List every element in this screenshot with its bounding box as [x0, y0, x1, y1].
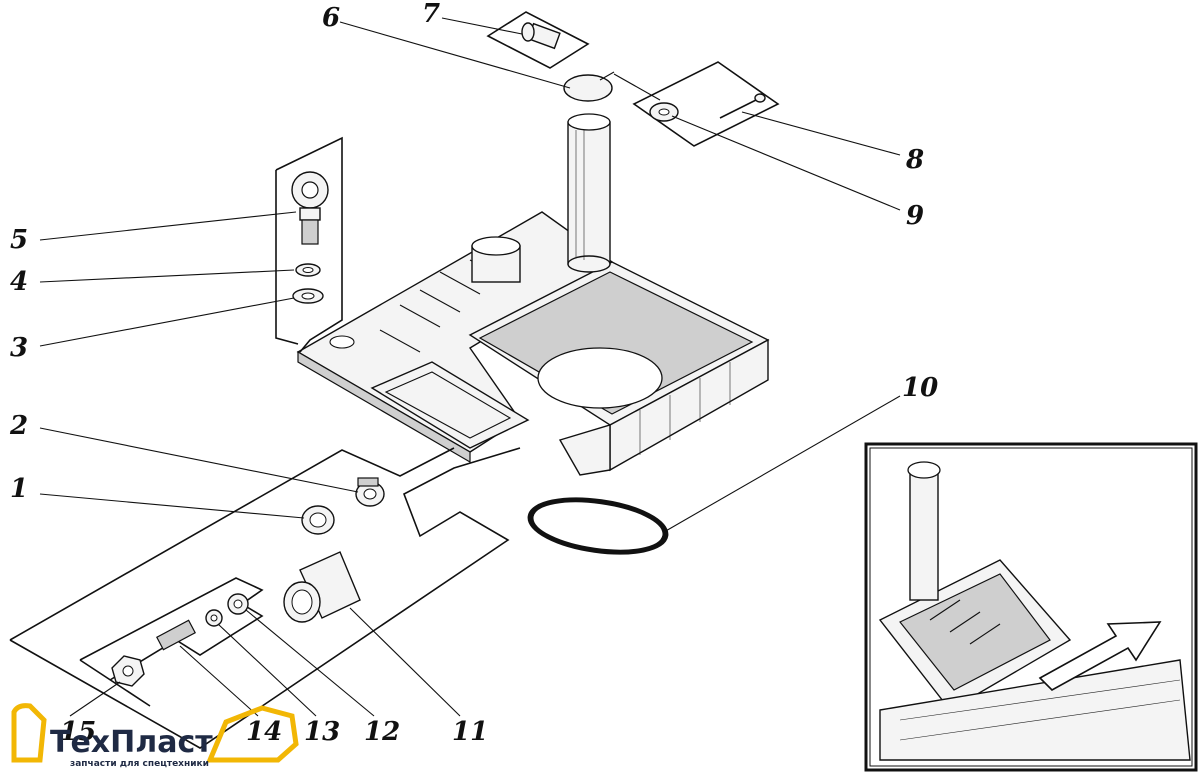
excavator-bucket-right-icon	[206, 705, 299, 763]
callout-8: 8	[905, 145, 924, 175]
gasket-1	[301, 505, 335, 535]
frame-part-8-9	[632, 61, 780, 147]
callout-11: 11	[452, 717, 488, 747]
callout-14: 14	[246, 717, 282, 747]
inset-view	[864, 442, 1198, 772]
tank-body	[296, 211, 770, 476]
pin-7	[521, 22, 561, 50]
filler-pipe	[567, 113, 611, 273]
short-neck	[471, 236, 521, 283]
tank-basin-hole	[537, 347, 663, 409]
logo-tagline: запчасти для спецтехники	[70, 759, 209, 769]
frame-lower-assembly	[9, 447, 455, 641]
frame-eyebolt-group	[275, 136, 343, 353]
bushing-2	[355, 477, 385, 507]
leader-lines	[39, 17, 901, 717]
callout-3: 3	[10, 333, 28, 363]
callout-2: 2	[9, 411, 28, 441]
logo-name: ТехПласт	[50, 725, 213, 760]
cap-6	[563, 71, 615, 102]
callout-10: 10	[902, 373, 938, 403]
tank-opening	[370, 361, 530, 449]
excavator-bucket-left-icon	[11, 703, 47, 763]
tank-plate-edge	[297, 350, 471, 464]
callout-12: 12	[364, 717, 400, 747]
stud-14	[156, 619, 196, 651]
washer-12	[227, 593, 249, 615]
pin-8	[719, 93, 766, 119]
callout-4: 4	[10, 267, 28, 297]
callout-7: 7	[422, 0, 440, 29]
washer-9	[649, 102, 679, 122]
frame-small-parts	[79, 577, 264, 681]
eye-bolt	[291, 171, 329, 245]
callout-6: 6	[322, 3, 340, 33]
inset-arrow	[1038, 621, 1162, 691]
callout-5: 5	[10, 225, 28, 255]
callout-1: 1	[10, 474, 28, 504]
clamp-ring-10	[527, 497, 669, 555]
callout-labels: 1 2 3 4 5 6 7 8 9 10 11 12 13 14 15	[9, 0, 938, 747]
housing-11	[283, 551, 361, 623]
washer-13	[205, 609, 223, 627]
frame-part-7	[486, 11, 590, 69]
callout-13: 13	[304, 717, 340, 747]
techplast-logo: ТехПласт запчасти для спецтехники	[11, 703, 299, 769]
callout-9: 9	[906, 201, 924, 231]
callout-15: 15	[60, 717, 96, 747]
nut-15	[111, 655, 145, 687]
